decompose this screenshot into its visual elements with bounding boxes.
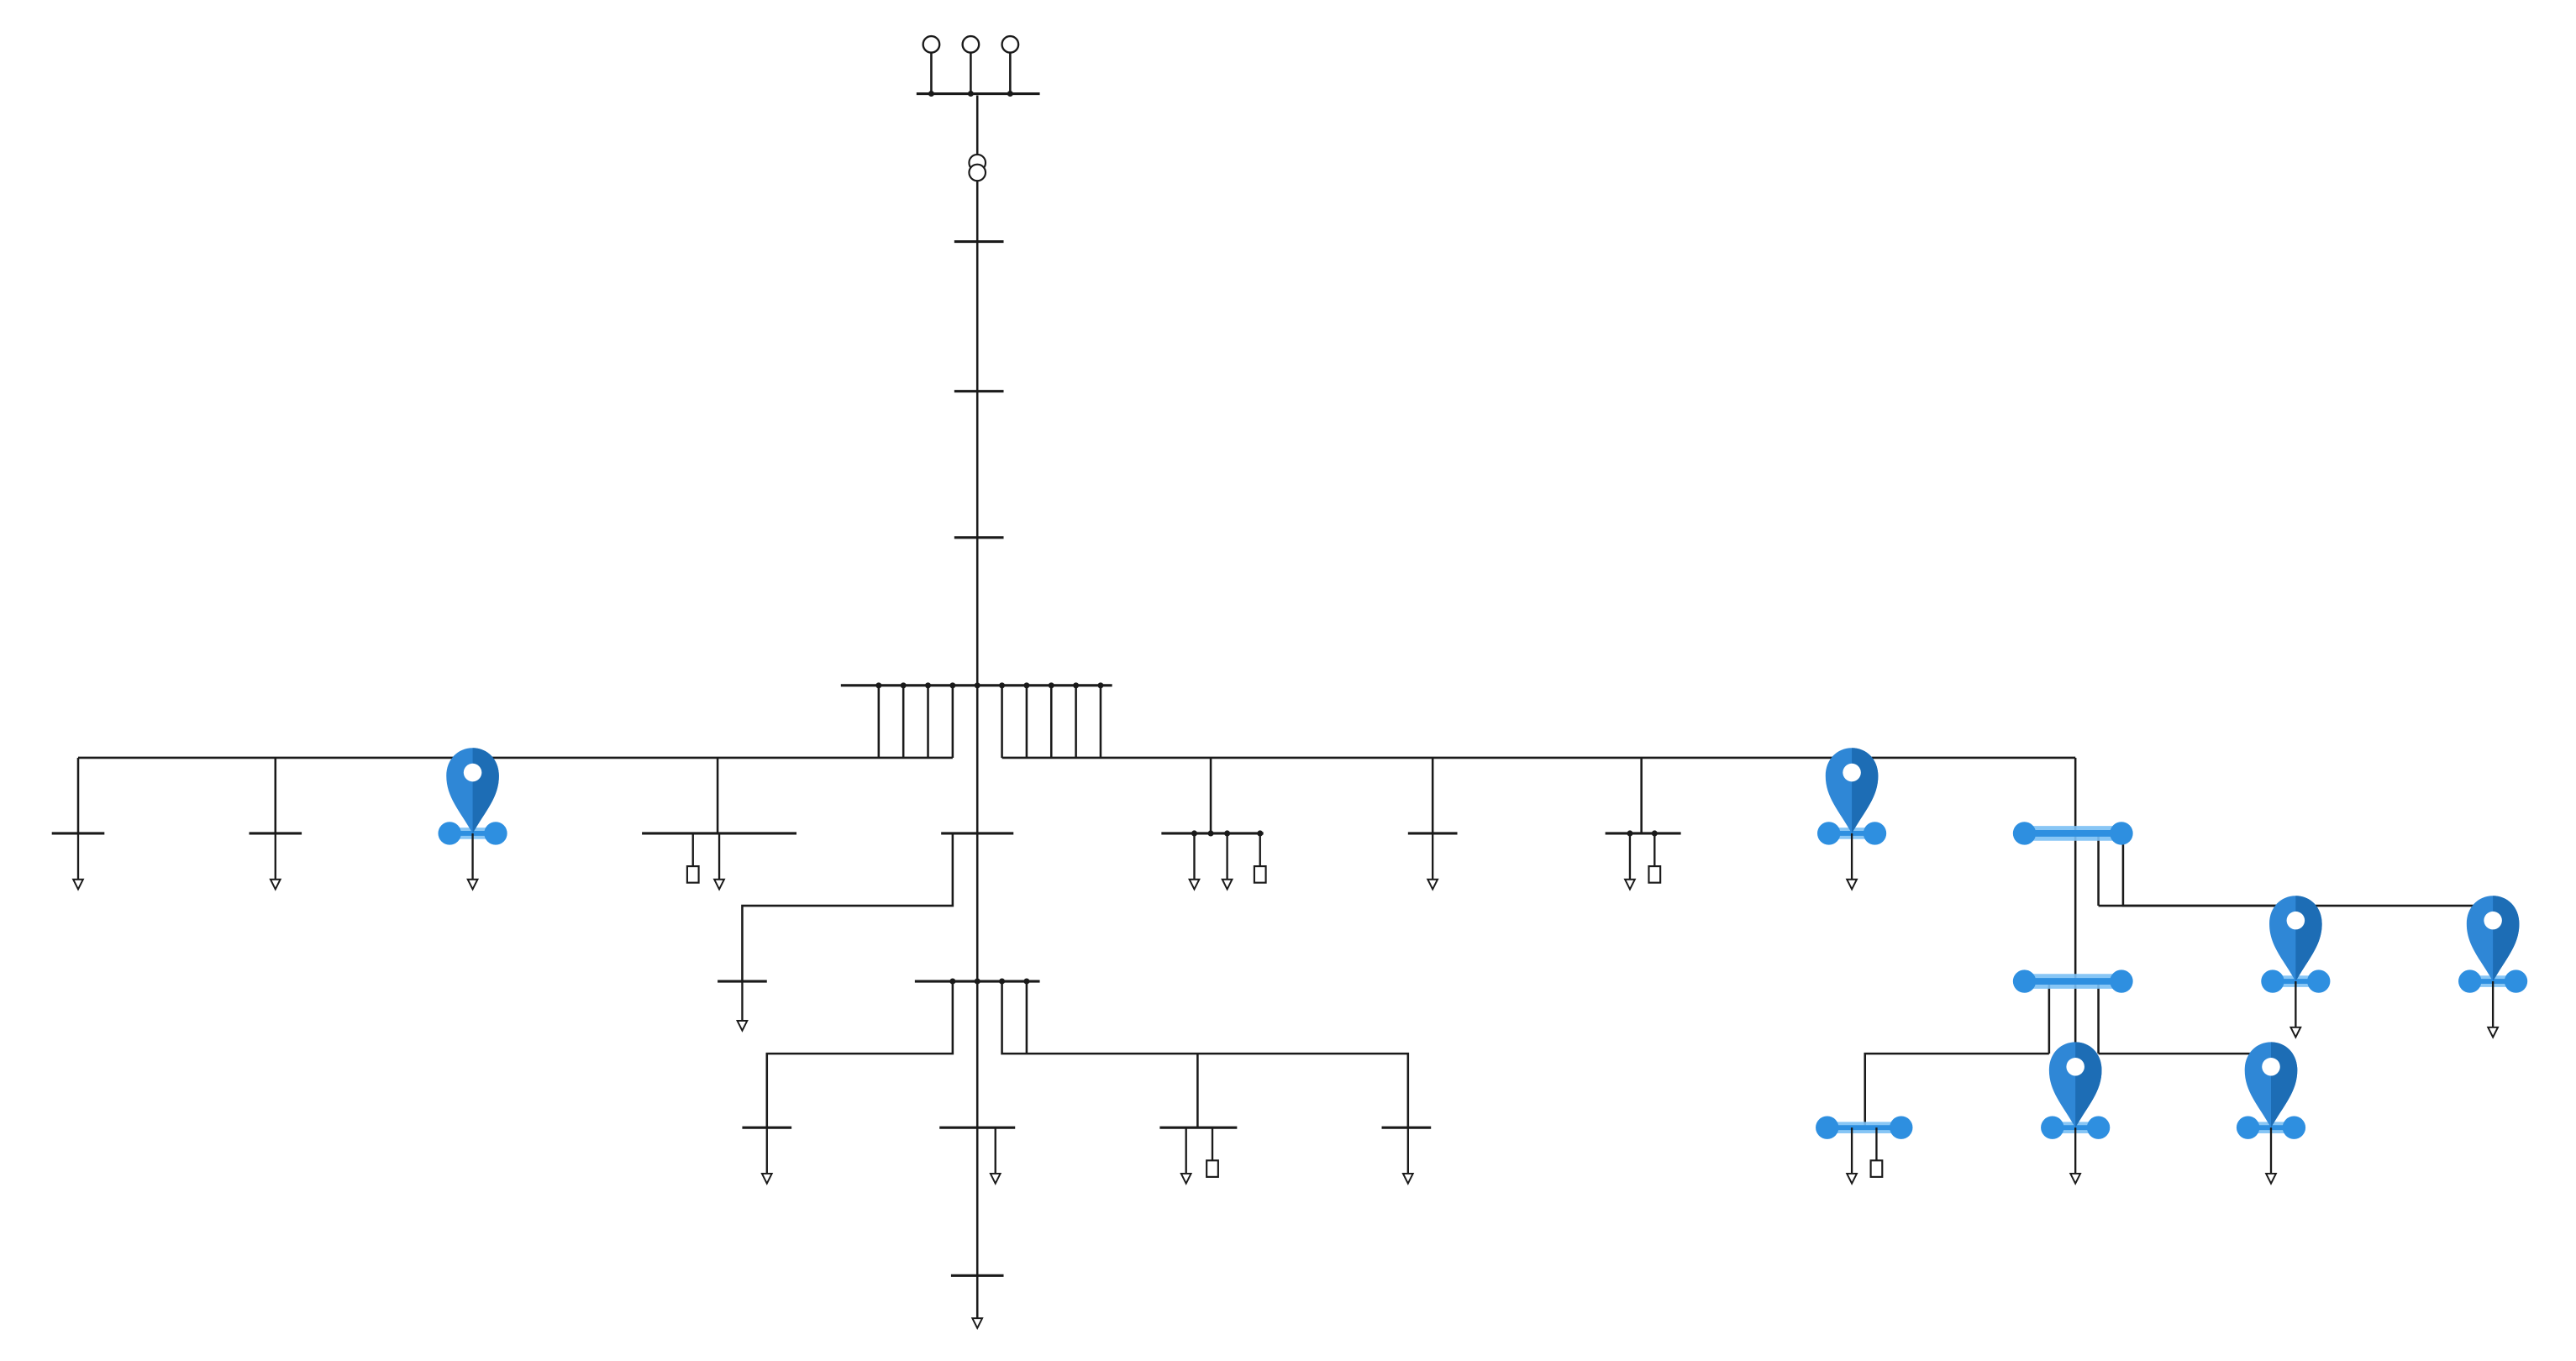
location-marker-icon	[2269, 896, 2322, 982]
substation-source-icon	[961, 34, 980, 54]
generator-icon	[686, 865, 700, 884]
highlight-end	[484, 822, 507, 845]
highlight-end	[2282, 1116, 2306, 1139]
substation-sources	[922, 34, 1020, 182]
highlight-end	[1816, 1116, 1839, 1139]
location-marker-icon	[1825, 748, 1879, 833]
lateral-line	[1001, 981, 1410, 1128]
load-arrow-icon	[1221, 878, 1234, 891]
bus-node	[1007, 91, 1013, 97]
generators	[686, 833, 1884, 1178]
location-marker-icon	[2466, 896, 2520, 982]
generator-icon	[1648, 865, 1662, 884]
location-markers	[446, 748, 2520, 1128]
highlight-end	[1890, 1116, 1913, 1139]
lateral-line	[741, 833, 954, 982]
highlight-end	[438, 822, 461, 845]
load-arrow-icon	[2069, 1172, 2082, 1185]
substation-source-icon	[922, 34, 941, 54]
lateral-line	[1864, 1052, 2049, 1128]
bus-node	[967, 91, 974, 97]
substation-source-icon	[1001, 34, 1020, 54]
load-arrow-icon	[1623, 878, 1637, 891]
load-arrow-icon	[1426, 878, 1439, 891]
highlight-end	[2458, 970, 2482, 993]
load-arrow-icon	[1188, 878, 1201, 891]
location-marker-icon	[2244, 1042, 2298, 1128]
highlight-end	[2110, 970, 2133, 993]
location-marker-icon	[2048, 1042, 2102, 1128]
transformer-icon	[968, 163, 987, 182]
highlight-end	[2041, 1116, 2064, 1139]
load-arrow-icon	[466, 878, 480, 891]
highlight-end	[2261, 970, 2284, 993]
highlight-end	[2307, 970, 2331, 993]
load-arrow-icon	[1845, 878, 1858, 891]
highlight-end	[2236, 1116, 2260, 1139]
network-lines	[51, 52, 2495, 1325]
load-arrow-icon	[269, 878, 282, 891]
load-arrow-icon	[760, 1172, 774, 1185]
highlight-end	[2086, 1116, 2111, 1139]
generator-icon	[1253, 865, 1267, 884]
highlight-end	[2110, 822, 2133, 845]
highlight-end	[1817, 822, 1841, 845]
load-arrow-icon	[989, 1172, 1002, 1185]
bus-node	[928, 91, 934, 97]
load-arrow-icon	[2264, 1172, 2278, 1185]
highlight-end	[2012, 970, 2037, 993]
highlight-end	[2012, 822, 2037, 845]
lateral-line	[765, 981, 954, 1128]
load-arrow-icon	[2289, 1026, 2302, 1039]
generator-icon	[1206, 1159, 1219, 1178]
load-arrow-icon	[735, 1020, 749, 1033]
bus-node	[974, 682, 980, 689]
load-arrow-icon	[712, 878, 726, 891]
load-arrow-icon	[71, 878, 85, 891]
generator-icon	[1869, 1159, 1884, 1178]
highlight-end	[1863, 822, 1887, 845]
load-arrow-icon	[2486, 1026, 2500, 1039]
load-arrow-icon	[970, 1317, 984, 1331]
bus-node	[974, 978, 980, 985]
location-marker-icon	[446, 748, 499, 833]
load-arrow-icon	[1401, 1172, 1415, 1185]
load-arrow-icon	[1845, 1172, 1858, 1185]
highlight-end	[2504, 970, 2528, 993]
load-arrows	[71, 833, 2500, 1331]
bus-node	[1207, 830, 1214, 837]
load-arrow-icon	[1180, 1172, 1193, 1185]
